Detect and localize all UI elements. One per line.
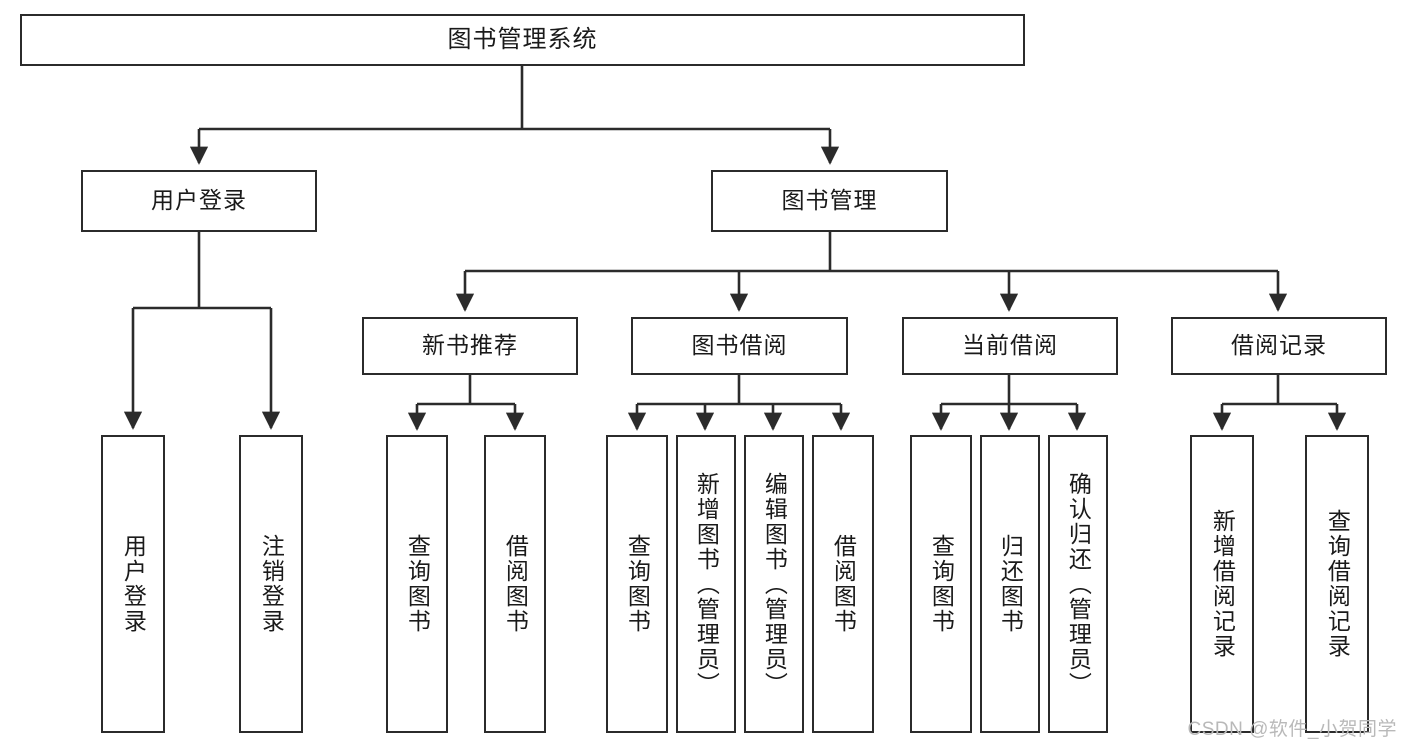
leaf-logout[interactable]: 注销登录 [239,435,303,733]
node-current-borrow[interactable]: 当前借阅 [902,317,1118,375]
node-borrow-record[interactable]: 借阅记录 [1171,317,1387,375]
leaf-label: 查询图书 [404,534,431,634]
leaf-label: 借阅图书 [502,534,529,634]
watermark-text: CSDN @软件_小贺同学 [1187,719,1397,740]
node-book-borrow[interactable]: 图书借阅 [631,317,848,375]
leaf-confirm-return[interactable]: 确认归还（管理员） [1048,435,1108,733]
node-book-management[interactable]: 图书管理 [711,170,948,232]
node-user-login[interactable]: 用户登录 [81,170,317,232]
leaf-add-record[interactable]: 新增借阅记录 [1190,435,1254,733]
leaf-borrow-book-1[interactable]: 借阅图书 [484,435,546,733]
leaf-label: 借阅图书 [830,534,857,634]
leaf-return-book[interactable]: 归还图书 [980,435,1040,733]
leaf-label: 编辑图书（管理员） [761,471,788,697]
leaf-label: 查询图书 [624,534,651,634]
leaf-label: 新增图书（管理员） [693,471,720,697]
leaf-label: 查询图书 [928,534,955,634]
leaf-label: 用户登录 [120,534,147,634]
leaf-label: 新增借阅记录 [1209,509,1236,659]
leaf-query-record[interactable]: 查询借阅记录 [1305,435,1369,733]
leaf-user-login[interactable]: 用户登录 [101,435,165,733]
node-root[interactable]: 图书管理系统 [20,14,1025,66]
leaf-add-book[interactable]: 新增图书（管理员） [676,435,736,733]
leaf-edit-book[interactable]: 编辑图书（管理员） [744,435,804,733]
leaf-query-book-2[interactable]: 查询图书 [606,435,668,733]
leaf-query-book-3[interactable]: 查询图书 [910,435,972,733]
leaf-borrow-book-2[interactable]: 借阅图书 [812,435,874,733]
node-new-book-recommend[interactable]: 新书推荐 [362,317,578,375]
leaf-label: 查询借阅记录 [1324,509,1351,659]
leaf-query-book-1[interactable]: 查询图书 [386,435,448,733]
leaf-label: 归还图书 [997,534,1024,634]
leaf-label: 注销登录 [258,534,285,634]
leaf-label: 确认归还（管理员） [1065,471,1092,697]
